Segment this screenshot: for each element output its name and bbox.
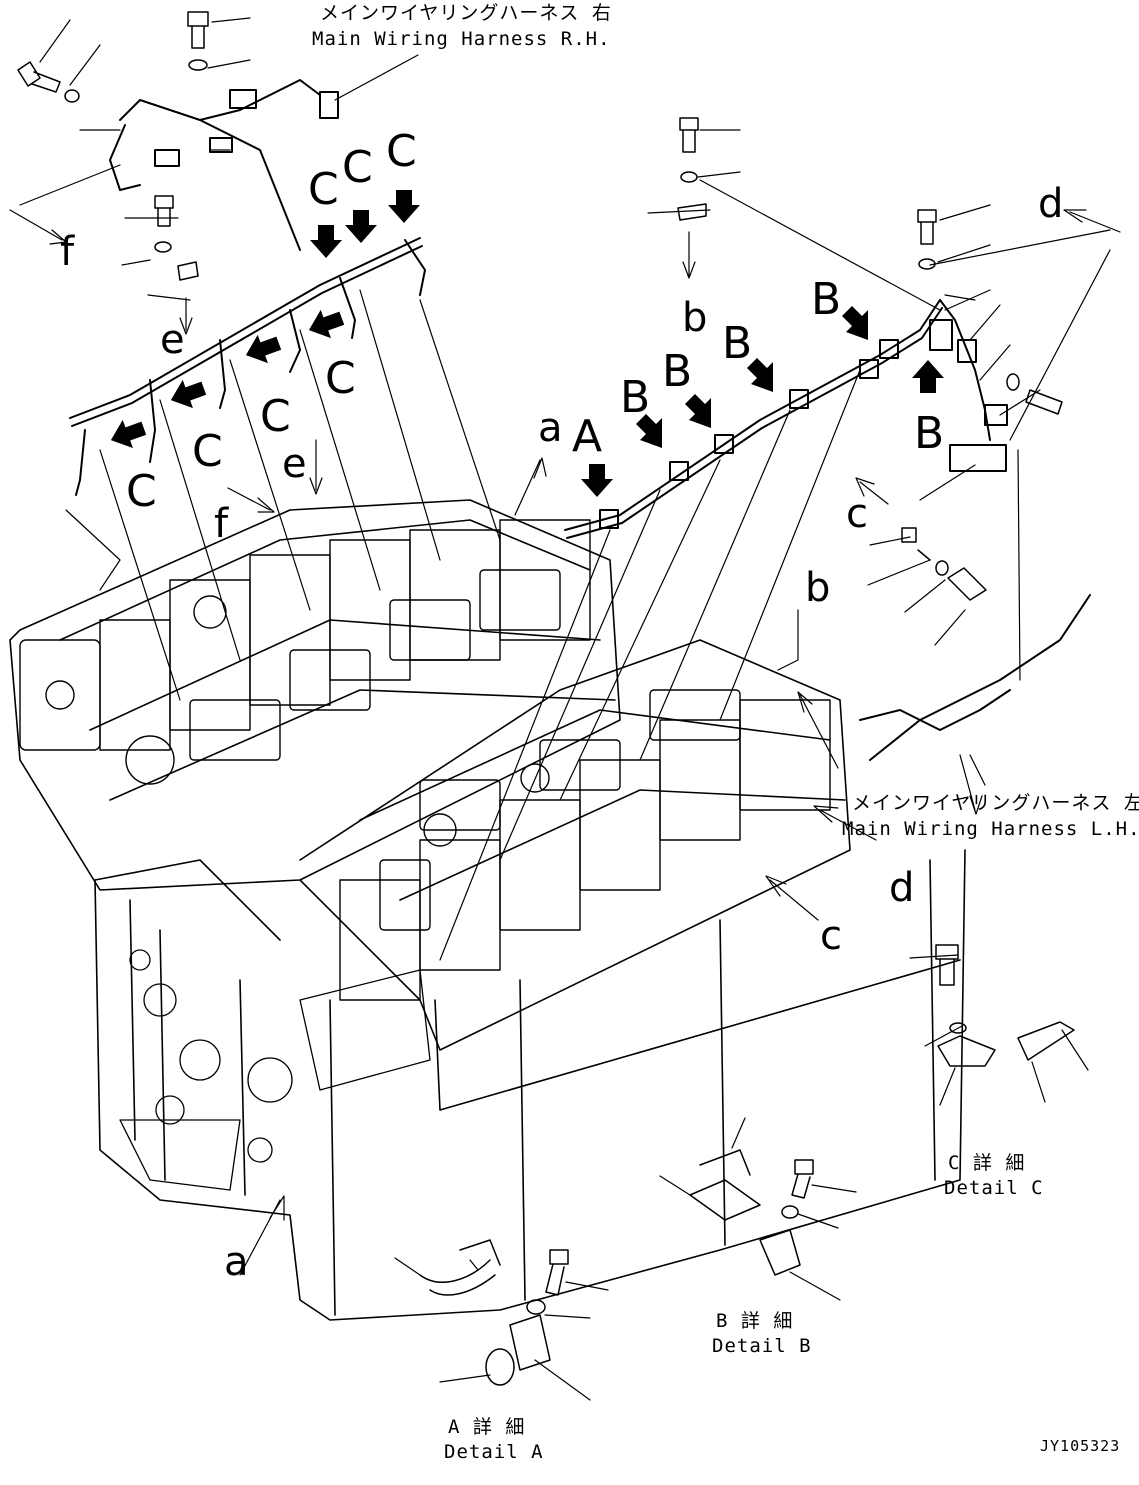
callout-c-3: C	[308, 164, 339, 215]
callout-c-1: C	[386, 126, 417, 177]
detail-b-title-jp: B 詳 細	[716, 1310, 794, 1332]
detail-b-title-en: Detail B	[712, 1335, 812, 1357]
left-bank-heads	[20, 520, 590, 784]
callout-c-6: C	[192, 426, 223, 477]
callout-d-lower-2: d	[889, 865, 915, 911]
front-cover	[120, 950, 430, 1190]
callout-b-upper-3: B	[662, 346, 693, 397]
harness-lh	[565, 300, 1090, 760]
right-bank-heads	[340, 690, 830, 1000]
detail-c-title-en: Detail C	[944, 1177, 1044, 1199]
callout-a-lower-1: a	[538, 405, 563, 451]
callout-c-4: C	[325, 353, 356, 404]
callout-c-5: C	[260, 391, 291, 442]
callout-f-lower-2: f	[214, 501, 229, 547]
callout-c-lower-2: c	[820, 913, 842, 959]
callout-a-lower-2: a	[224, 1239, 249, 1285]
harness-rh-label-jp: メインワイヤリングハーネス 右	[320, 2, 612, 24]
callout-b-lower-1: b	[682, 295, 708, 341]
callout-d-lower-1: d	[1038, 181, 1064, 227]
callout-f-lower-1: f	[60, 229, 75, 275]
callout-b-upper-4: B	[620, 372, 651, 423]
callout-b-upper-1: B	[811, 274, 842, 325]
fasteners	[18, 12, 1074, 1385]
callout-a-upper: A	[572, 411, 603, 462]
harness-lh-label-en: Main Wiring Harness L.H.	[842, 818, 1139, 840]
callout-e-lower-1: e	[160, 317, 185, 363]
drawing-code: JY105323	[1040, 1437, 1121, 1455]
harness-rh-label-en: Main Wiring Harness R.H.	[312, 28, 611, 50]
callout-c-lower-1: c	[846, 491, 868, 537]
callout-b-upper-5: B	[914, 408, 945, 459]
detail-c-title-jp: C 詳 細	[948, 1152, 1026, 1174]
detail-a-title-jp: A 詳 細	[448, 1416, 526, 1438]
callout-e-lower-2: e	[282, 441, 307, 487]
detail-a-title-en: Detail A	[444, 1441, 544, 1463]
callout-b-lower-2: b	[805, 565, 831, 611]
leader-lines	[10, 18, 1120, 1400]
harness-lh-label-jp: メインワイヤリングハーネス 左	[852, 792, 1139, 814]
callout-c-7: C	[126, 466, 157, 517]
harness-rh	[70, 80, 425, 495]
engine-block	[10, 500, 965, 1320]
location-arrows	[110, 190, 944, 497]
callout-c-2: C	[342, 142, 373, 193]
callout-b-upper-2: B	[722, 318, 753, 369]
